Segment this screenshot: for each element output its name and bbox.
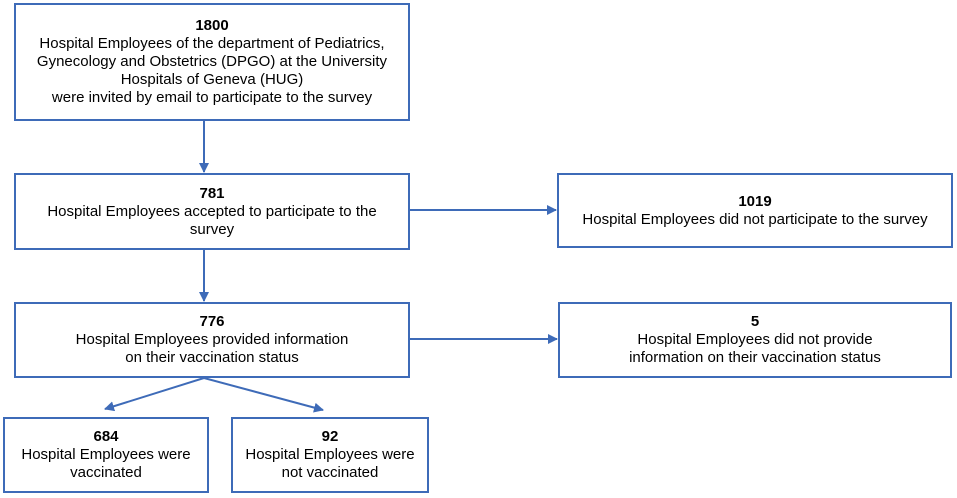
box-accepted: 781 Hospital Employees accepted to parti… <box>14 173 410 250</box>
count-provided-info: 776 <box>199 313 225 330</box>
label-provided-info: Hospital Employees provided information … <box>75 331 349 366</box>
label-no-info: Hospital Employees did not provide infor… <box>629 331 881 366</box>
label-not-vaccinated: Hospital Employees were not vaccinated <box>245 446 415 481</box>
arrow-provided-info-to-vaccinated <box>104 377 205 412</box>
count-accepted: 781 <box>199 184 225 202</box>
count-no-info: 5 <box>750 313 760 330</box>
box-provided-info: 776 Hospital Employees provided informat… <box>14 302 410 378</box>
box-not-vaccinated: 92 Hospital Employees were not vaccinate… <box>231 417 429 493</box>
box-invited: 1800 Hospital Employees of the departmen… <box>14 3 410 121</box>
box-no-info: 5 Hospital Employees did not provide inf… <box>558 302 952 378</box>
box-vaccinated: 684 Hospital Employees were vaccinated <box>3 417 209 493</box>
box-not-participated: 1019 Hospital Employees did not particip… <box>557 173 953 248</box>
count-invited: 1800 <box>195 17 229 34</box>
label-vaccinated: Hospital Employees were vaccinated <box>21 446 191 481</box>
arrow-provided-info-to-not-vaccinated <box>203 377 324 413</box>
count-not-participated: 1019 <box>738 192 772 210</box>
count-not-vaccinated: 92 <box>321 428 339 445</box>
label-not-participated: Hospital Employees did not participate t… <box>582 210 928 228</box>
label-accepted: Hospital Employees accepted to participa… <box>47 202 377 238</box>
count-vaccinated: 684 <box>93 428 119 445</box>
label-invited: Hospital Employees of the department of … <box>36 35 388 106</box>
